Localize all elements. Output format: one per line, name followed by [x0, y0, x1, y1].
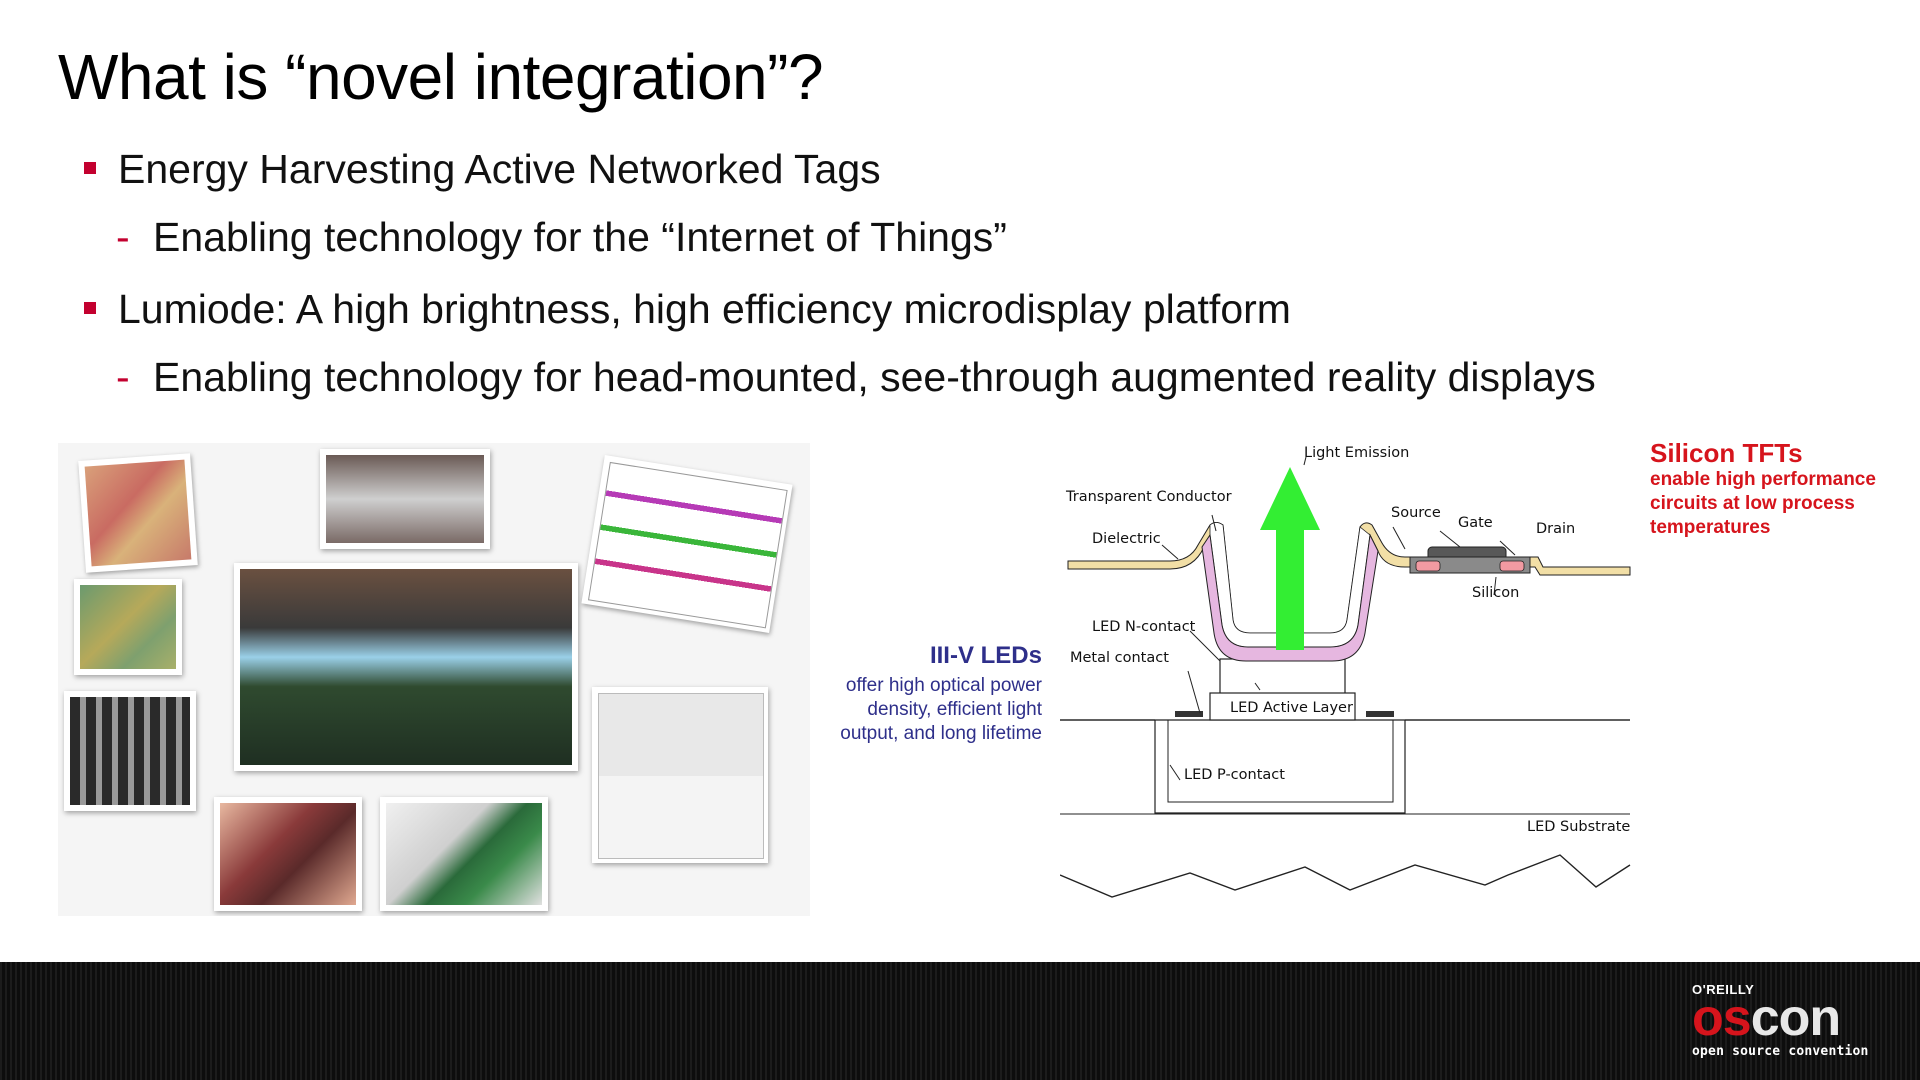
label-gate: Gate — [1458, 515, 1493, 531]
graphs-screenshot — [592, 687, 768, 863]
flexible-cell-photo — [214, 797, 362, 911]
tft-heading: Silicon TFTs — [1650, 438, 1803, 468]
sub-bullet-text: Enabling technology for head-mounted, se… — [153, 354, 1596, 400]
leds-line: output, and long lifetime — [840, 723, 1042, 744]
label-dielectric: Dielectric — [1092, 531, 1161, 547]
label-silicon: Silicon — [1472, 585, 1519, 601]
square-bullet-icon — [84, 162, 96, 174]
oscon-tagline: open source convention — [1692, 1044, 1869, 1059]
square-bullet-icon — [84, 302, 96, 314]
leds-line: density, efficient light — [867, 699, 1042, 720]
light-emission-arrow-icon — [1260, 467, 1320, 650]
footer-bar — [0, 962, 1920, 1080]
oreilly-wordmark: O'REILLY — [1692, 982, 1755, 997]
label-drain: Drain — [1536, 521, 1575, 537]
leds-heading: III-V LEDs — [929, 642, 1042, 669]
metal-contact-pad — [1366, 711, 1394, 717]
oscilloscope-photo — [581, 455, 793, 633]
leds-description: offer high optical power density, effici… — [840, 674, 1042, 746]
led-p-contact-frame — [1167, 720, 1394, 803]
lab-bench-photo — [234, 563, 578, 771]
tft-description: enable high performance circuits at low … — [1650, 468, 1876, 540]
label-transparent-conductor: Transparent Conductor — [1065, 489, 1232, 505]
label-metal-contact: Metal contact — [1070, 650, 1169, 666]
chip-layout-photo — [78, 453, 198, 573]
battery-cells-photo — [64, 691, 196, 811]
label-light-emission: Light Emission — [1304, 445, 1409, 461]
photo-collage — [58, 443, 810, 916]
bullet-text: Energy Harvesting Active Networked Tags — [118, 146, 881, 192]
led-tft-cross-section-diagram: Light Emission Transparent Conductor Die… — [1060, 445, 1631, 898]
test-fixture-photo — [320, 449, 490, 549]
leds-line: offer high optical power — [845, 675, 1042, 696]
label-led-substrate: LED Substrate — [1527, 819, 1630, 835]
sub-bullet-text: Enabling technology for the “Internet of… — [153, 214, 1007, 260]
label-led-p-contact: LED P-contact — [1184, 767, 1285, 783]
label-led-active-layer: LED Active Layer — [1230, 700, 1353, 716]
label-source: Source — [1391, 505, 1441, 521]
label-led-n-contact: LED N-contact — [1092, 619, 1196, 635]
oscon-logo: O'REILLY oscon open source convention — [1692, 980, 1882, 1060]
tft-line: enable high performance — [1650, 469, 1876, 490]
slide-title: What is “novel integration”? — [58, 41, 824, 113]
tft-silicon-left — [1415, 560, 1441, 572]
substrate-zigzag — [1060, 854, 1631, 898]
dash-bullet-icon: - — [116, 354, 130, 400]
metal-contact-pad — [1175, 711, 1203, 717]
circuit-layout-photo — [74, 579, 182, 675]
dash-bullet-icon: - — [116, 214, 130, 260]
tft-line: temperatures — [1650, 517, 1771, 538]
oscon-wordmark: oscon — [1692, 989, 1841, 1047]
bullet-text: Lumiode: A high brightness, high efficie… — [118, 286, 1291, 332]
sensor-board-photo — [380, 797, 548, 911]
tft-silicon-right — [1499, 560, 1525, 572]
pillar-left — [1154, 720, 1406, 814]
tft-line: circuits at low process — [1650, 493, 1855, 514]
